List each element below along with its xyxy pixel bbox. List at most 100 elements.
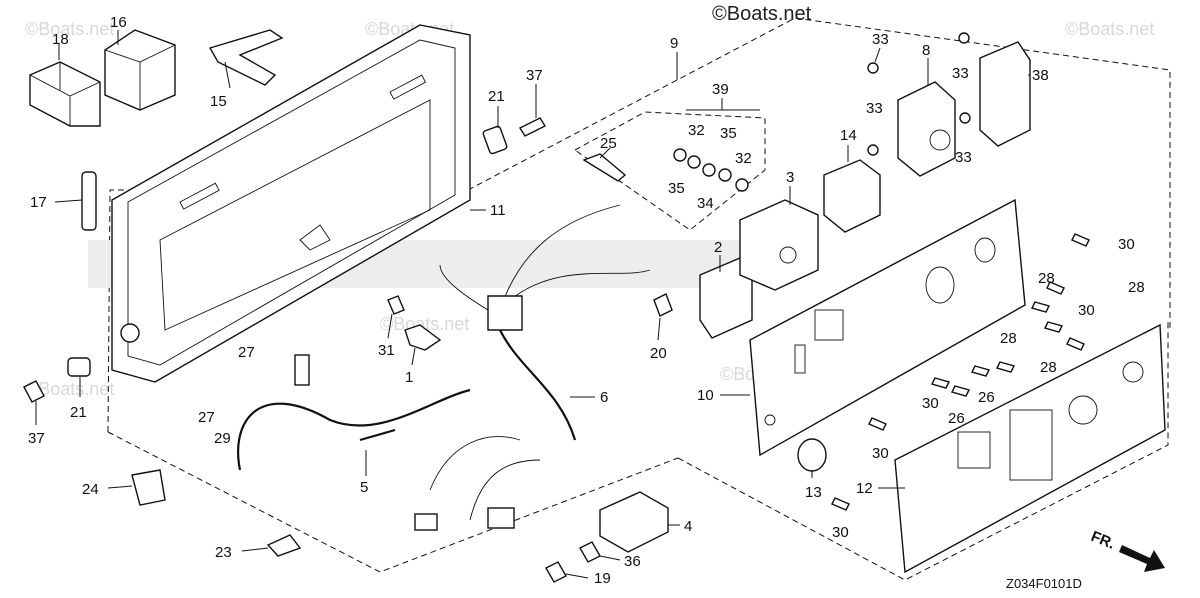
- nuts-33: [867, 32, 971, 156]
- callout-25: 25: [600, 135, 617, 152]
- leader-lines: [35, 30, 1030, 579]
- plate-outlet-area: [1009, 409, 1053, 481]
- wire-harness: [237, 204, 651, 531]
- callout-36: 36: [624, 553, 641, 570]
- panel-screws: [831, 233, 1090, 511]
- callout-31: 31: [378, 342, 395, 359]
- knob-assembly: [797, 438, 827, 472]
- leader-25: [599, 147, 611, 159]
- part-3: [739, 199, 819, 291]
- callout-15: 15: [210, 93, 227, 110]
- callout-28-b: 28: [1128, 279, 1145, 296]
- leader-36: [599, 555, 621, 561]
- leader-24: [107, 485, 133, 489]
- part-25: [582, 153, 627, 182]
- screw-28-d: [995, 361, 1016, 373]
- part-18-edges: [29, 62, 101, 126]
- callout-12: 12: [856, 480, 873, 497]
- part-21-top: [482, 125, 508, 155]
- leader-1: [411, 347, 416, 366]
- callout-21-top: 21: [488, 88, 505, 105]
- screw-30-e: [831, 497, 850, 511]
- part-13: [797, 438, 827, 472]
- screw-28-a: [1046, 281, 1065, 295]
- panel-hole-3: [764, 414, 776, 426]
- part-14: [823, 159, 881, 233]
- callout-23: 23: [215, 544, 232, 561]
- callout-30-c: 30: [922, 395, 939, 412]
- nut-33-d: [959, 112, 971, 124]
- leader-15: [224, 61, 231, 89]
- leader-23: [241, 547, 269, 552]
- screw-30-b: [1043, 321, 1064, 333]
- callout-33-c: 33: [866, 100, 883, 117]
- part-35-b: [718, 168, 732, 182]
- part-31: [387, 295, 405, 315]
- leader-33-a: [874, 47, 881, 63]
- part-32-b: [735, 178, 749, 192]
- watermark-ghost-5: ©Boats.net: [380, 314, 469, 334]
- callout-28-d: 28: [1040, 359, 1057, 376]
- callout-32-b: 32: [735, 150, 752, 167]
- callout-1: 1: [405, 369, 413, 386]
- callout-17: 17: [30, 194, 47, 211]
- front-arrow-icon: [1119, 545, 1165, 572]
- harness-5-main: [237, 388, 471, 471]
- harness-5-sleeve: [359, 428, 396, 442]
- callout-9: 9: [670, 35, 678, 52]
- frame-slot-1: [179, 182, 220, 210]
- callout-32-a: 32: [688, 122, 705, 139]
- part-8-socket: [929, 129, 951, 151]
- control-box-frame: [111, 24, 471, 383]
- callout-33-d: 33: [955, 149, 972, 166]
- callout-11: 11: [490, 202, 506, 219]
- part-4: [599, 491, 669, 553]
- callout-18: 18: [52, 31, 69, 48]
- connector-c: [294, 354, 310, 386]
- callout-33-b: 33: [952, 65, 969, 82]
- callout-35-a: 35: [720, 125, 737, 142]
- callout-19: 19: [594, 570, 611, 587]
- harness-grommet: [487, 295, 523, 331]
- part-36: [579, 541, 601, 563]
- outline-top-right: [467, 17, 1171, 330]
- part-16-edges: [104, 44, 176, 110]
- callout-10: 10: [697, 387, 714, 404]
- nut-33-a: [867, 62, 879, 74]
- callout-39: 39: [712, 81, 729, 98]
- part-38: [979, 41, 1031, 147]
- front-label: FR.: [1089, 528, 1118, 553]
- callout-14: 14: [840, 127, 857, 144]
- part-10: [749, 198, 1026, 457]
- part-17: [81, 171, 97, 231]
- callout-13: 13: [805, 484, 822, 501]
- part-19: [545, 561, 567, 583]
- frame-boss: [299, 224, 331, 251]
- clamp-assembly: [387, 295, 442, 351]
- callout-16: 16: [110, 14, 127, 31]
- front-arrow: FR.: [1089, 528, 1165, 572]
- part-15: [208, 29, 284, 86]
- callout-30-e: 30: [832, 524, 849, 541]
- plate-hole-1: [1068, 395, 1098, 425]
- outline-fastener-kit: [574, 111, 766, 231]
- screw-26-b: [950, 385, 971, 397]
- watermark-main: ©Boats.net: [712, 3, 812, 25]
- frame-grommet: [120, 323, 140, 343]
- harness-5-leads: [429, 436, 541, 521]
- plate-hole-2: [1122, 361, 1144, 383]
- screw-30-d: [868, 417, 887, 431]
- callout-30-a: 30: [1118, 236, 1135, 253]
- connector-b: [487, 507, 515, 529]
- frame-outer: [111, 24, 471, 383]
- outline-bottom-right: [677, 320, 1169, 581]
- callout-2: 2: [714, 239, 722, 256]
- panel-cutout-2: [794, 344, 806, 374]
- leader-20: [657, 317, 661, 341]
- callout-3: 3: [786, 169, 794, 186]
- callout-30-d: 30: [872, 445, 889, 462]
- leader-17: [54, 199, 83, 203]
- harness-6-main: [499, 329, 577, 441]
- callout-28-a: 28: [1038, 270, 1055, 287]
- panel-hole-2: [974, 237, 996, 263]
